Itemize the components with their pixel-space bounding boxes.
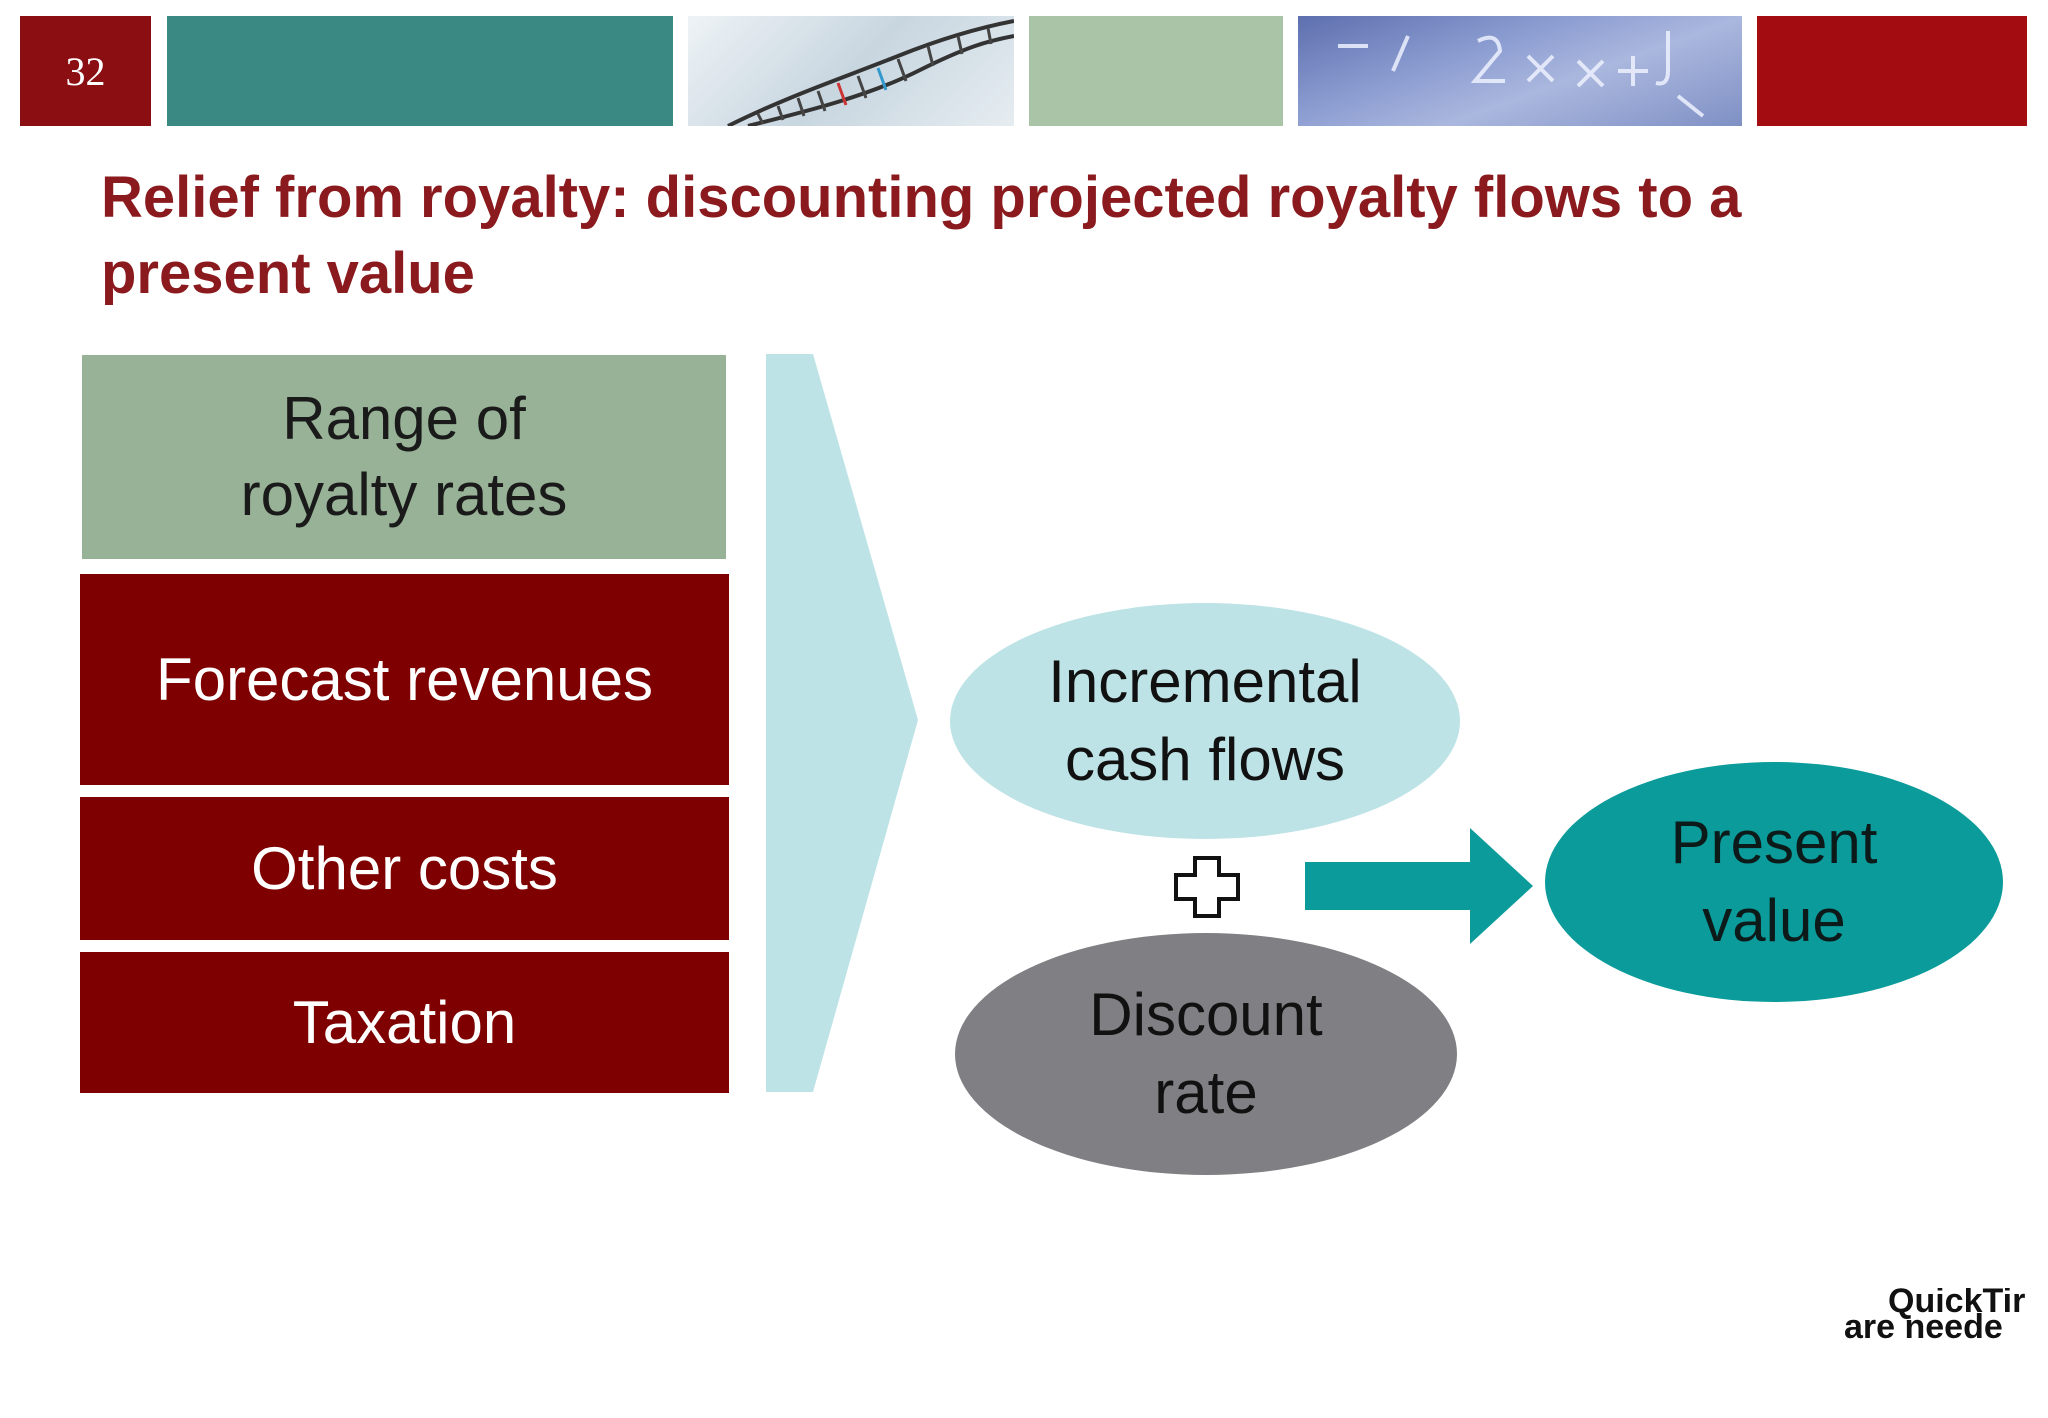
math-formula-image (1298, 16, 1742, 126)
dna-helix-image (688, 16, 1014, 126)
right-arrow-icon (1305, 828, 1533, 944)
plus-icon (1174, 856, 1240, 918)
discount-rate-line-1: Discount (1089, 981, 1323, 1048)
discount-rate-line-2: rate (1154, 1059, 1258, 1126)
present-value-line-2: value (1702, 887, 1846, 954)
header-sage-block (1029, 16, 1283, 126)
cash-flows-line-2: cash flows (1064, 726, 1346, 793)
cash-flows-line-1: Incremental (1048, 648, 1362, 715)
royalty-rates-line-2: royalty rates (240, 461, 568, 528)
present-value-ellipse: Present value (1545, 762, 2003, 1002)
forecast-revenues-label: Forecast revenues (156, 645, 653, 713)
other-costs-box: Other costs (80, 797, 729, 940)
chevron-arrow (766, 354, 918, 1092)
taxation-box: Taxation (80, 952, 729, 1093)
present-value-line-1: Present (1670, 809, 1878, 876)
slide-title: Relief from royalty: discounting project… (101, 165, 1742, 306)
discount-rate-ellipse: Discount rate (955, 933, 1457, 1175)
forecast-revenues-box: Forecast revenues (80, 574, 729, 785)
slide-number-box (20, 16, 151, 126)
other-costs-label: Other costs (251, 834, 558, 902)
royalty-rates-line-1: Range of (282, 385, 526, 452)
header-teal-block (167, 16, 673, 126)
quicktime-notice-line-2: are neede (1844, 1308, 2003, 1346)
header-red-block (1757, 16, 2027, 126)
quicktime-notice-line-1: QuickTir (1888, 1288, 2026, 1320)
royalty-rates-box: Range of royalty rates (82, 355, 726, 559)
slide-number: 32 (65, 48, 106, 94)
taxation-label: Taxation (292, 988, 517, 1056)
incremental-cash-flows-ellipse: Incremental cash flows (950, 603, 1460, 839)
quicktime-notice: QuickTir are neede (1840, 1288, 2048, 1348)
